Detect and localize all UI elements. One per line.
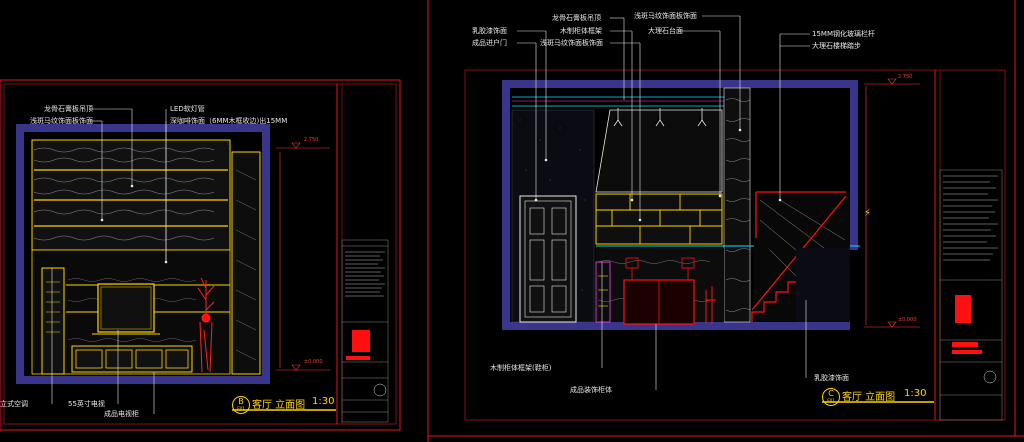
title-block-left — [341, 239, 389, 423]
decor-plant — [197, 277, 216, 373]
label-b-tv: 55英寸电视 — [68, 400, 105, 408]
screen-frame — [595, 109, 723, 193]
shoe-cabinet — [595, 261, 611, 323]
label-c-marble-steps: 大理石楼梯踏步 — [812, 42, 861, 50]
label-b-coffee-veneer: 深咖啡饰面（6MM木框收边)出15MM — [170, 117, 288, 125]
label-b-led: LED软灯管 — [170, 105, 205, 113]
label-c-ceiling: 龙骨石膏板吊顶 — [552, 14, 601, 22]
elevation-c-title: 客厅 立面图 — [842, 392, 896, 403]
entry-door — [519, 195, 577, 323]
ceiling-panel — [31, 139, 231, 251]
label-b-ceiling: 龙骨石膏板吊顶 — [44, 105, 93, 113]
elevation-c-code: E01 — [827, 398, 835, 403]
label-c-glass-railing: 15MM钢化玻璃栏杆 — [812, 30, 875, 38]
label-b-zebra-veneer: 浅斑马纹饰面板饰面 — [30, 117, 93, 125]
label-c-cabinet-frame: 木制柜体框架 — [560, 27, 602, 35]
elevation-c-drawing: ⚡ — [502, 15, 934, 403]
svg-text:⚡: ⚡ — [864, 208, 871, 219]
sheet-frame-right — [427, 0, 1024, 442]
elevation-c-scale: 1:30 — [904, 388, 927, 399]
label-c-latex: 乳胶漆饰面 — [472, 27, 507, 35]
elevation-b-letter: B — [238, 397, 244, 406]
tv-screen — [97, 283, 155, 333]
level-b-floor: ±0.000 — [304, 359, 323, 365]
label-b-air-conditioner: 立式空调 — [0, 400, 28, 408]
elevation-b-scale: 1:30 — [312, 396, 335, 407]
level-c-ceiling: 2.750 — [898, 74, 913, 80]
label-c-shoe-cabinet: 木制柜体框架(鞋柜) — [490, 364, 552, 372]
level-c-floor: ±0.000 — [898, 317, 917, 323]
elevation-b-tag: B E01 — [232, 396, 250, 414]
label-c-decor-cabinet: 成品装饰柜体 — [570, 386, 612, 394]
elevation-b-drawing — [16, 108, 336, 414]
label-b-tv-cabinet: 成品电视柜 — [104, 410, 139, 418]
label-c-marble-top: 大理石台面 — [648, 27, 683, 35]
elevation-c-letter: C — [828, 389, 834, 398]
elevation-c-tag: C E01 — [822, 388, 840, 406]
label-c-zebra-veneer-1: 浅斑马纹饰面板饰面 — [540, 39, 603, 47]
elevation-b-title: 客厅 立面图 — [252, 400, 306, 411]
title-block-right — [939, 169, 1003, 421]
air-conditioner — [41, 267, 65, 375]
label-c-latex-lower: 乳胶漆饰面 — [814, 374, 849, 382]
elevation-b-code: E01 — [237, 406, 245, 411]
label-c-zebra-veneer-2: 浅斑马纹饰面板饰面 — [634, 12, 697, 20]
label-c-entry-door: 成品进户门 — [472, 39, 507, 47]
level-b-ceiling: 2.750 — [304, 137, 319, 143]
